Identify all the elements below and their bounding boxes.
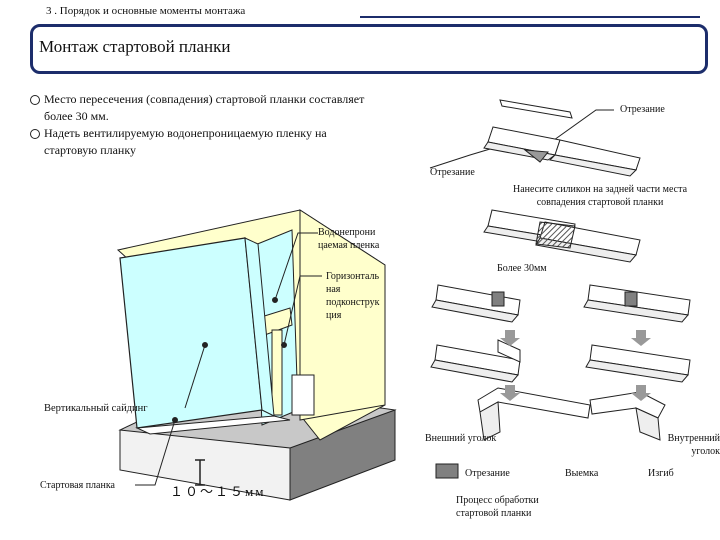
- siding-board: [119, 237, 263, 429]
- inner-corner-label: Внутренний уголок: [667, 433, 720, 457]
- section-label: 3 . Порядок и основные моменты монтажа: [46, 5, 246, 17]
- bullet-text: Место пересечения (совпадения) стартовой…: [44, 92, 365, 123]
- overlap-label: Более 30мм: [497, 263, 547, 274]
- title-box: Монтаж стартовой планки: [30, 24, 708, 74]
- horizontal-profile-label: Горизонталь ная подконструк ция: [326, 271, 380, 321]
- starter-strip: [135, 415, 291, 435]
- bullet-icon: [30, 129, 40, 139]
- bullet-list: Место пересечения (совпадения) стартовой…: [30, 91, 380, 159]
- header-rule: [360, 16, 700, 18]
- bullet-item: Надеть вентилируемую водонепроницаемую п…: [30, 125, 380, 159]
- cut-label-mid: Отрезание: [430, 167, 475, 178]
- vertical-siding-label: Вертикальный сайдинг: [44, 403, 148, 414]
- overlap-detail: [483, 209, 641, 263]
- bullet-text: Надеть вентилируемую водонепроницаемую п…: [44, 126, 327, 157]
- distance-label: １０～１５мм: [170, 484, 266, 499]
- process-steps: [430, 284, 691, 479]
- cut-label-top: Отрезание: [620, 104, 665, 115]
- bend-label: Изгиб: [648, 468, 674, 479]
- notch-label: Выемка: [565, 468, 599, 479]
- ground-slab: [119, 429, 291, 501]
- starter-strip-label: Стартовая планка: [40, 480, 115, 491]
- outer-corner-label: Внешний уголок: [425, 433, 497, 444]
- silicone-note: Нанесите силикон на задней части места с…: [512, 184, 688, 208]
- page-title: Монтаж стартовой планки: [39, 37, 231, 56]
- profile-post: [271, 329, 283, 416]
- cut-detail-top: [483, 99, 641, 177]
- process-label: Процесс обработки стартовой планки: [456, 495, 539, 519]
- legend-cut-swatch: [435, 463, 459, 479]
- bullet-icon: [30, 95, 40, 105]
- bullet-item: Место пересечения (совпадения) стартовой…: [30, 91, 380, 125]
- waterproof-film-label: Водонепрони цаемая пленка: [318, 227, 380, 251]
- wall-illustration: [116, 209, 397, 501]
- legend-cut-label: Отрезание: [465, 468, 510, 479]
- profile-post-2: [291, 374, 315, 416]
- wall-side: [299, 209, 386, 421]
